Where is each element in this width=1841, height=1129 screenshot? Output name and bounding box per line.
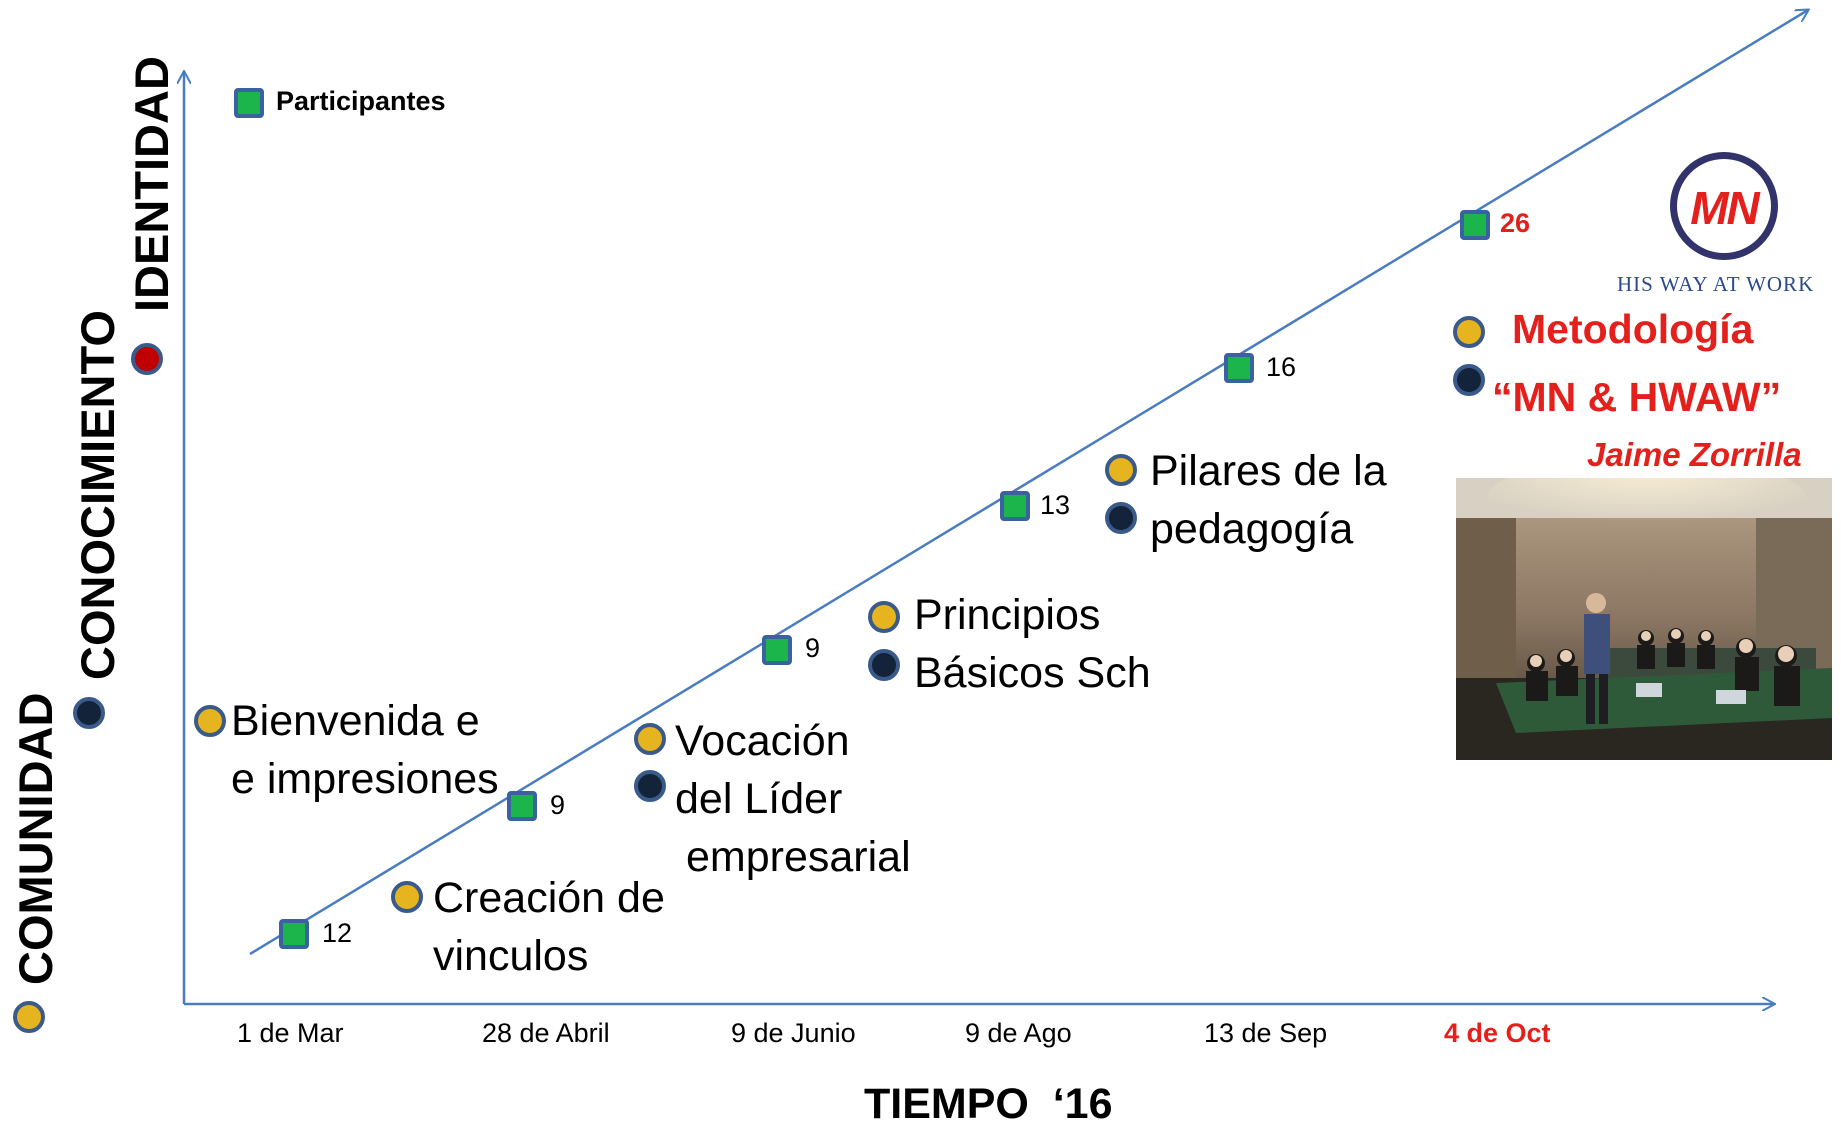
level-conocimiento-dot xyxy=(73,697,105,729)
participants-count: 9 xyxy=(805,633,821,663)
session-title-line: Metodología xyxy=(1512,306,1754,352)
participants-marker xyxy=(279,919,309,949)
session-title-line: Pilares de la xyxy=(1150,447,1387,495)
level-identidad-dot xyxy=(131,343,163,375)
level-comunidad-dot xyxy=(13,1001,45,1033)
participants-count: 9 xyxy=(550,790,566,820)
participants-marker xyxy=(1460,210,1490,240)
x-tick-label: 1 de Mar xyxy=(237,1018,344,1048)
session-focus-dot xyxy=(634,723,666,755)
level-comunidad-label: COMUNIDAD xyxy=(9,692,62,985)
x-tick-label: 13 de Sep xyxy=(1204,1018,1328,1048)
session-focus-dot xyxy=(1105,502,1137,534)
session-title-line: pedagogía xyxy=(1150,505,1354,553)
session-title-line: Principios xyxy=(914,591,1101,639)
session-focus-dot xyxy=(1453,316,1485,348)
session-title-line: “MN & HWAW” xyxy=(1492,374,1782,420)
participants-marker xyxy=(507,791,537,821)
session-title-line: Vocación xyxy=(675,717,850,765)
session-title-line: empresarial xyxy=(686,833,911,881)
participants-count: 16 xyxy=(1266,352,1297,382)
level-conocimiento-label: CONOCIMIENTO xyxy=(71,310,124,680)
x-tick-label: 9 de Ago xyxy=(965,1018,1072,1048)
x-tick-label: 28 de Abril xyxy=(482,1018,610,1048)
participants-marker xyxy=(1000,491,1030,521)
session-focus-dot xyxy=(391,881,423,913)
session-title-line: vinculos xyxy=(433,932,589,980)
session-title-line: Creación de xyxy=(433,874,665,922)
participants-count: 12 xyxy=(322,918,353,948)
participants-count: 13 xyxy=(1040,490,1071,520)
x-tick-label: 4 de Oct xyxy=(1444,1018,1551,1048)
session-title-line: Bienvenida e xyxy=(231,697,480,745)
logo-monogram: MN xyxy=(1690,182,1760,234)
session-focus-dot xyxy=(868,649,900,681)
session-focus-dot xyxy=(634,770,666,802)
legend-participants-label: Participantes xyxy=(276,86,446,116)
session-title-line: del Líder xyxy=(675,775,843,823)
meeting-photo xyxy=(1456,478,1832,760)
session-focus-dot xyxy=(1105,454,1137,486)
level-identidad-label: IDENTIDAD xyxy=(125,56,178,312)
mn-logo: MN xyxy=(1670,152,1778,260)
participants-marker xyxy=(762,635,792,665)
session-focus-dot xyxy=(1453,364,1485,396)
participants-marker xyxy=(1224,353,1254,383)
session-title-line: e impresiones xyxy=(231,755,499,803)
participants-count: 26 xyxy=(1500,208,1531,238)
session-focus-dot xyxy=(194,705,226,737)
session-title-line: Básicos Sch xyxy=(914,649,1151,697)
logo-tagline: HIS WAY AT WORK xyxy=(1617,272,1815,296)
legend-participants-square xyxy=(234,88,264,118)
session-speaker: Jaime Zorrilla xyxy=(1587,436,1802,473)
x-tick-label: 9 de Junio xyxy=(731,1018,856,1048)
x-axis-title: TIEMPO ‘16 xyxy=(864,1080,1113,1128)
session-focus-dot xyxy=(868,601,900,633)
